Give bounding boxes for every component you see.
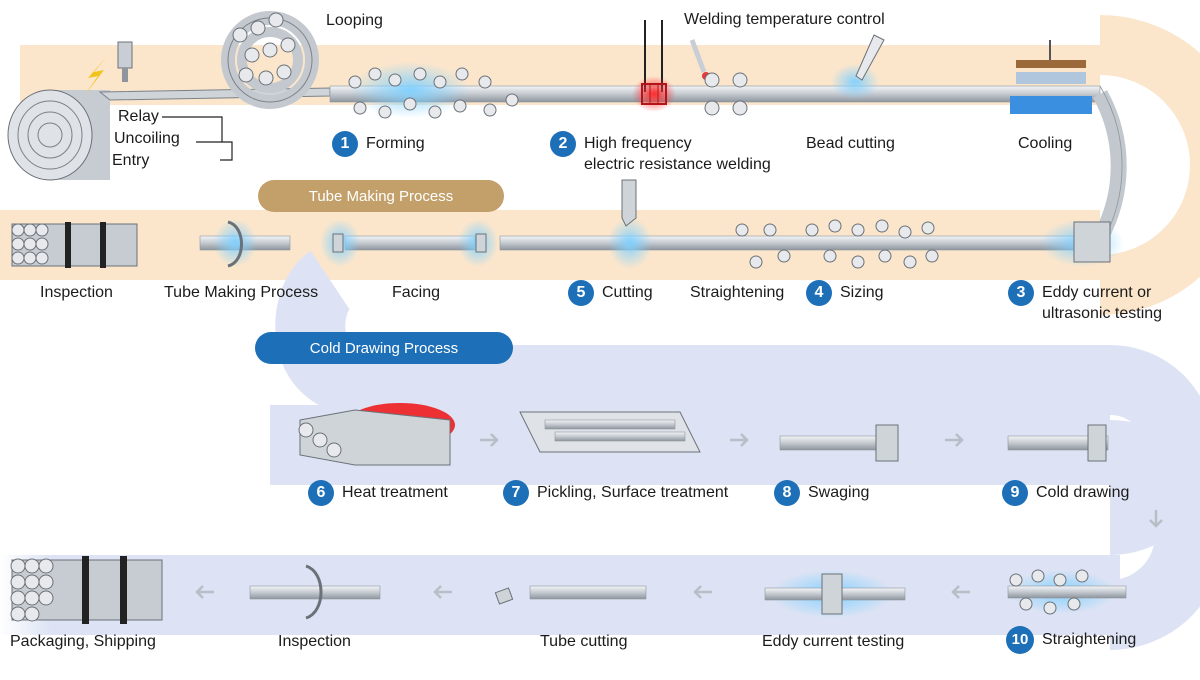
welding-temperature-label: Welding temperature control	[684, 11, 885, 28]
inspection-bottom-label: Inspection	[278, 633, 351, 650]
step-4-sizing: 4 Sizing	[806, 280, 884, 306]
tube-making-banner: Tube Making Process	[258, 180, 504, 212]
welding-coil	[632, 20, 676, 112]
step-label-line2: ultrasonic testing	[1042, 305, 1163, 322]
inspection-top-label: Inspection	[40, 284, 113, 301]
looping-label: Looping	[326, 12, 383, 29]
welder-icon	[84, 41, 133, 96]
weld-rollers	[704, 72, 748, 116]
step-number: 9	[1002, 480, 1028, 506]
step-label: Cold drawing	[1036, 484, 1130, 501]
step-label-line1: Eddy current or	[1042, 284, 1152, 301]
step-number: 8	[774, 480, 800, 506]
step-1-forming: 1 Forming	[332, 131, 425, 157]
step-label-line1: High frequency	[584, 135, 692, 152]
step-label: Straightening	[1042, 631, 1137, 648]
cutting-blade-icon	[608, 179, 652, 269]
tube-bundle-bottom	[10, 556, 163, 624]
step-label: Forming	[366, 135, 425, 152]
cooling-label: Cooling	[1018, 135, 1073, 152]
flow-arrows-row4	[195, 585, 970, 599]
pickling-tray	[519, 411, 701, 453]
step-5-cutting: 5 Cutting	[568, 280, 653, 306]
step-6-heat-treatment: 6 Heat treatment	[308, 480, 448, 506]
step-number: 4	[806, 280, 832, 306]
step-number: 7	[503, 480, 529, 506]
facing-tools	[320, 219, 498, 267]
step-number: 10	[1006, 626, 1034, 654]
step-2-welding: 2 High frequency electric resistance wel…	[550, 131, 771, 175]
step-number: 1	[332, 131, 358, 157]
inspection-clamp-bottom	[249, 564, 381, 620]
looping-icon	[221, 11, 319, 109]
cold-drawing-die	[1007, 424, 1109, 462]
eddy-current-testing-label: Eddy current testing	[762, 633, 905, 650]
tube-cutting-label: Tube cutting	[540, 633, 628, 650]
cooling-shower-icon	[1010, 40, 1092, 114]
eddy-current-testing-unit	[764, 570, 906, 618]
facing-label: Facing	[392, 284, 441, 301]
packaging-shipping-label: Packaging, Shipping	[10, 633, 156, 650]
tube-bundle-top	[11, 222, 138, 268]
relay-label: Relay	[118, 108, 159, 125]
tube-making-process-label: Tube Making Process	[164, 284, 319, 301]
step-label-line2: electric resistance welding	[584, 156, 771, 173]
entry-label: Entry	[112, 152, 150, 169]
step-7-pickling: 7 Pickling, Surface treatment	[503, 480, 728, 506]
step-number: 2	[550, 131, 576, 157]
sizing-rollers	[805, 219, 939, 269]
straightening-rollers-bottom	[1007, 569, 1127, 615]
step-10-straightening: 10 Straightening	[1006, 626, 1136, 654]
inspection-clamp-top	[213, 219, 257, 268]
straightening-top-label: Straightening	[690, 284, 785, 301]
step-8-swaging: 8 Swaging	[774, 480, 869, 506]
bead-cutting-label: Bead cutting	[806, 135, 895, 152]
step-number: 3	[1008, 280, 1034, 306]
tube-cutting-unit	[494, 585, 647, 605]
bead-cutter-icon	[831, 34, 885, 100]
step-9-cold-drawing: 9 Cold drawing	[1002, 480, 1129, 506]
forming-rollers	[348, 62, 519, 119]
heat-treatment-furnace	[298, 403, 455, 466]
step-label: Swaging	[808, 484, 870, 501]
step-label: Pickling, Surface treatment	[537, 484, 729, 501]
step-number: 6	[308, 480, 334, 506]
eddy-current-unit	[1040, 219, 1124, 267]
flow-arrows-row3	[480, 433, 1163, 528]
swaging-die	[779, 424, 899, 462]
step-3-eddy-current: 3 Eddy current or ultrasonic testing	[1008, 280, 1162, 324]
step-label: Sizing	[840, 284, 884, 301]
uncoiling-label: Uncoiling	[114, 130, 180, 147]
relay-bracket	[162, 116, 233, 161]
step-label: Cutting	[602, 284, 653, 301]
step-number: 5	[568, 280, 594, 306]
cold-drawing-banner: Cold Drawing Process	[255, 332, 513, 364]
step-label: Heat treatment	[342, 484, 448, 501]
straightening-rollers-top	[735, 223, 791, 269]
